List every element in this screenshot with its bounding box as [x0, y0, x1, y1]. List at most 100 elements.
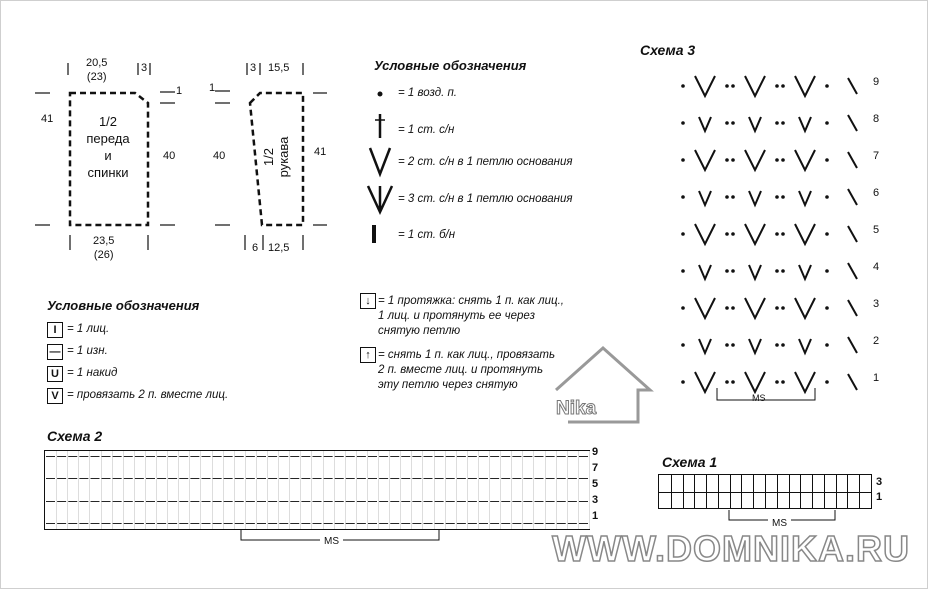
schema3-stitch-mark	[748, 264, 762, 282]
schema2-cell: —	[345, 473, 357, 485]
schema2-cell	[422, 506, 435, 518]
schema2-row-label: 1	[592, 510, 599, 522]
schema2-cell: —	[533, 451, 546, 463]
schema2-cell: —	[212, 517, 224, 529]
schema2-cell: —	[200, 495, 213, 507]
schema2-cell: —	[45, 451, 58, 463]
schema3-chain-mark	[725, 343, 729, 347]
schema2-cell: —	[367, 517, 380, 529]
schema3-edge-mark	[847, 262, 858, 280]
schema2-row-label: 5	[592, 478, 599, 490]
schema2-cell: —	[189, 473, 202, 485]
schema3-stitch-mark	[744, 75, 766, 99]
schema1-cell	[859, 475, 872, 493]
legend-knit2-item-1: = 1 протяжка: снять 1 п. как лиц., 1 лиц…	[378, 295, 564, 337]
schema2-cell: —	[189, 495, 202, 507]
legend-knit-item-1: = 1 лиц.	[67, 323, 110, 335]
schema3-chain-mark	[731, 306, 735, 310]
schema2-cell	[311, 484, 324, 496]
schema3-row-label: 8	[873, 113, 880, 125]
schema2-cell	[345, 506, 357, 518]
schema3-stitch-mark	[694, 75, 716, 99]
schema1-cell	[718, 491, 731, 508]
schema2-cell	[56, 462, 69, 474]
schema2-cell	[178, 506, 191, 518]
schema2-cell	[323, 506, 335, 518]
schema2-cell: —	[578, 517, 590, 529]
schema2-cell: —	[123, 451, 135, 463]
schema2-cell: —	[533, 473, 546, 485]
schema2-cell	[478, 506, 491, 518]
schema2-cell: —	[522, 517, 535, 529]
schema2-cell: —	[378, 495, 391, 507]
schema1-cell	[835, 475, 849, 493]
schema2-cell: —	[567, 495, 579, 507]
schema2-cell: —	[323, 517, 335, 529]
schema2-cell	[489, 462, 502, 474]
schema3-chain-mark	[781, 84, 785, 88]
schema2-cell: —	[345, 495, 357, 507]
schema2-cell	[378, 462, 391, 474]
schema2-cell	[78, 484, 91, 496]
schema2-cell: —	[212, 473, 224, 485]
schema2-cell: —	[467, 495, 479, 507]
schema2-cell: —	[156, 473, 169, 485]
legend-crochet-title: Условные обозначения	[374, 58, 527, 73]
schema2-cell: —	[467, 517, 479, 529]
schema2-cell: —	[323, 495, 335, 507]
schema2-cell	[256, 506, 269, 518]
purl-symbol-icon: —	[47, 344, 63, 360]
schema3-chain-mark	[725, 158, 729, 162]
schema2-cell: —	[323, 451, 335, 463]
schema2-cell	[112, 506, 124, 518]
schema2-cell: —	[545, 451, 557, 463]
schema2-cell: —	[500, 473, 513, 485]
schema2-cell: —	[567, 451, 579, 463]
schema2-cell: —	[167, 451, 180, 463]
schema2-cell: —	[145, 451, 157, 463]
schema2-cell: —	[400, 495, 413, 507]
schema3-stitch-mark	[794, 223, 816, 247]
schema3-stitch-mark	[694, 149, 716, 173]
schema3-chain-mark	[775, 158, 779, 162]
schema2-cell	[56, 506, 69, 518]
pattern-front-outline	[35, 63, 175, 250]
sleeve-left-height: 40	[213, 150, 226, 162]
schema2-cell: —	[311, 451, 324, 463]
schema2-cell: —	[300, 517, 313, 529]
schema2-cell	[411, 484, 424, 496]
schema2-cell	[134, 462, 146, 474]
schema2-cell	[556, 462, 568, 474]
schema1-cell	[777, 491, 790, 508]
schema2-cell: —	[145, 473, 157, 485]
schema2-grid: ————————————————————————————————————————…	[44, 450, 590, 530]
schema2-cell: —	[378, 451, 391, 463]
schema2-cell	[511, 506, 524, 518]
schema1-cell	[836, 491, 849, 508]
schema2-cell: —	[578, 451, 590, 463]
schema2-cell	[467, 462, 479, 474]
schema2-cell	[378, 506, 391, 518]
schema3-chain-mark	[775, 380, 779, 384]
schema2-cell: —	[367, 495, 380, 507]
schema2-cell: —	[234, 517, 246, 529]
schema2-cell	[45, 462, 58, 474]
schema2-cell: —	[489, 517, 502, 529]
schema2-cell	[256, 484, 269, 496]
sleeve-label: 1/2 рукава	[261, 136, 291, 178]
schema2-cell	[101, 484, 113, 496]
schema3-row-label: 1	[873, 372, 880, 384]
schema2-cell	[200, 506, 213, 518]
schema2-cell	[223, 462, 235, 474]
schema2-cell	[500, 462, 513, 474]
schema2-cell	[533, 484, 546, 496]
schema2-cell: —	[123, 495, 135, 507]
schema2-cell: —	[556, 517, 568, 529]
schema2-cell	[123, 506, 135, 518]
schema3-stitch-mark	[798, 190, 812, 208]
legend-knit-item-2: = 1 изн.	[67, 345, 108, 357]
schema2-cell	[467, 506, 479, 518]
schema2-cell: —	[545, 495, 557, 507]
schema1-cell	[788, 475, 802, 493]
schema2-cell	[78, 506, 91, 518]
